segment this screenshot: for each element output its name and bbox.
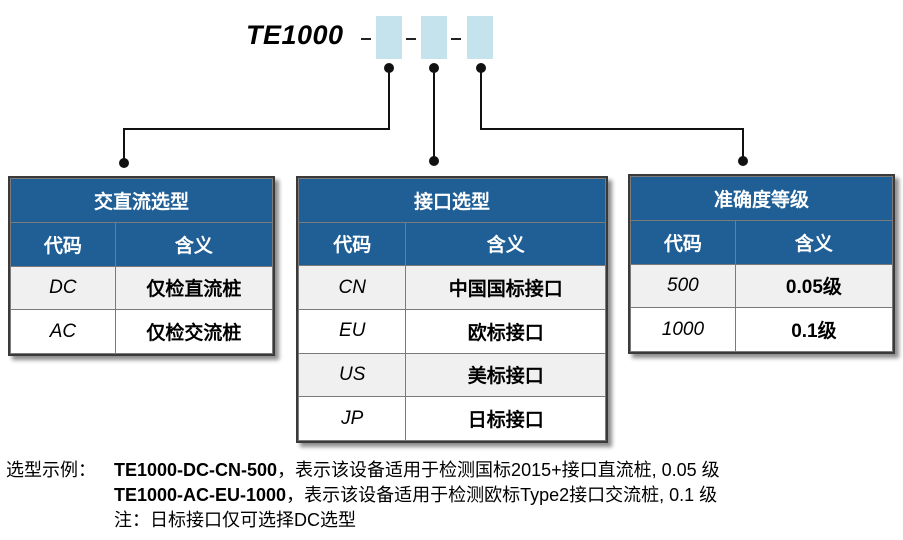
code-slot-accuracy — [467, 16, 493, 59]
table-row: 500 0.05级 — [630, 263, 894, 309]
connector-dot — [119, 158, 129, 168]
separator-dash — [451, 38, 461, 40]
column-header-meaning: 含义 — [405, 221, 606, 267]
table-row: EU 欧标接口 — [297, 308, 606, 354]
note-line: 注：日标接口仅可选择DC选型 — [6, 508, 720, 533]
example-line-1: 选型示例： TE1000-DC-CN-500，表示该设备适用于检测国标2015+接… — [6, 458, 720, 483]
example-description: ，表示该设备适用于检测欧标Type2接口交流桩, 0.1 级 — [286, 485, 718, 505]
example-line-2: TE1000-AC-EU-1000，表示该设备适用于检测欧标Type2接口交流桩… — [6, 483, 720, 508]
table-row: US 美标接口 — [297, 352, 606, 398]
selection-examples: 选型示例： TE1000-DC-CN-500，表示该设备适用于检测国标2015+接… — [6, 458, 720, 533]
column-header-code: 代码 — [630, 219, 736, 265]
connector-accuracy — [480, 68, 744, 161]
separator-dash — [361, 38, 371, 40]
table-row: AC 仅检交流桩 — [10, 309, 274, 354]
row-code: DC — [10, 265, 116, 311]
table-row: DC 仅检直流桩 — [10, 265, 274, 311]
column-header-meaning: 含义 — [114, 221, 274, 267]
connector-dot — [476, 63, 486, 73]
code-slot-ac-dc — [376, 16, 402, 59]
separator-dash — [406, 38, 416, 40]
table-row: 1000 0.1级 — [630, 307, 894, 352]
table-title: 准确度等级 — [630, 176, 893, 221]
interface-table: 接口选型 代码 含义 CN 中国国标接口 EU 欧标接口 US 美标接口 JP … — [296, 176, 608, 443]
column-header-code: 代码 — [10, 221, 116, 267]
table-row: JP 日标接口 — [297, 396, 606, 441]
column-header-code: 代码 — [297, 221, 407, 267]
row-code: CN — [297, 265, 407, 310]
accuracy-table: 准确度等级 代码 含义 500 0.05级 1000 0.1级 — [628, 174, 895, 354]
table-title: 接口选型 — [298, 178, 606, 223]
examples-label: 选型示例： — [6, 460, 96, 480]
row-meaning: 仅检交流桩 — [114, 309, 274, 354]
connector-dot — [429, 156, 439, 166]
connector-dot — [429, 63, 439, 73]
row-code: AC — [10, 309, 116, 354]
connector-ac-dc — [123, 68, 390, 163]
example-code: TE1000-DC-CN-500 — [114, 460, 278, 480]
example-code: TE1000-AC-EU-1000 — [114, 485, 287, 505]
model-name: TE1000 — [246, 20, 344, 50]
row-meaning: 仅检直流桩 — [114, 265, 274, 311]
row-meaning: 0.1级 — [734, 307, 894, 352]
table-title: 交直流选型 — [10, 178, 273, 223]
table-row: CN 中国国标接口 — [297, 265, 606, 310]
row-code: 1000 — [630, 307, 736, 352]
column-header-meaning: 含义 — [734, 219, 894, 265]
row-code: 500 — [630, 263, 736, 309]
code-slot-interface — [421, 16, 447, 59]
row-code: US — [297, 352, 407, 398]
note-text: 注：日标接口仅可选择DC选型 — [114, 510, 356, 530]
connector-dot — [384, 63, 394, 73]
row-meaning: 美标接口 — [405, 352, 606, 398]
connector-dot — [738, 156, 748, 166]
row-meaning: 中国国标接口 — [405, 265, 606, 310]
row-meaning: 日标接口 — [405, 396, 606, 441]
row-meaning: 0.05级 — [734, 263, 894, 309]
row-meaning: 欧标接口 — [405, 308, 606, 354]
row-code: EU — [297, 308, 407, 354]
ac-dc-table: 交直流选型 代码 含义 DC 仅检直流桩 AC 仅检交流桩 — [8, 176, 275, 356]
row-code: JP — [297, 396, 407, 441]
example-description: ，表示该设备适用于检测国标2015+接口直流桩, 0.05 级 — [277, 460, 720, 480]
